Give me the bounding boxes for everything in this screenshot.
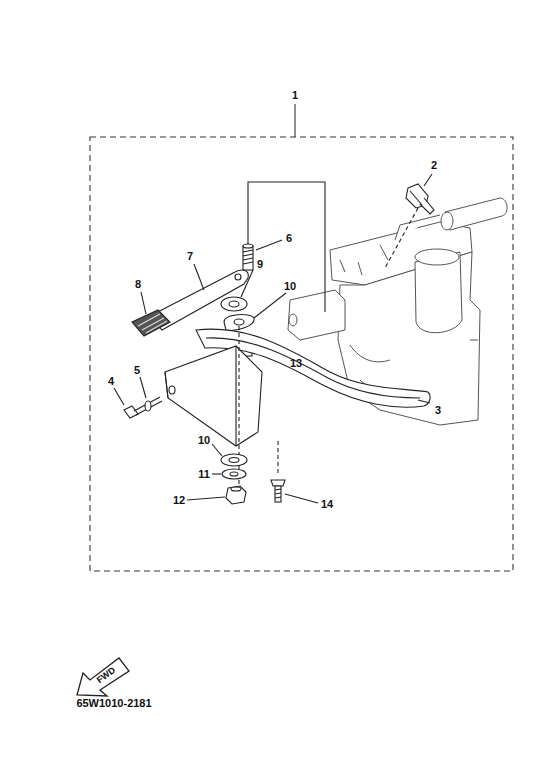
callout-number: 7 [186, 250, 194, 263]
leader-line [140, 377, 146, 398]
leader-line [285, 494, 318, 503]
dashed-guide [248, 182, 325, 312]
leader-line [241, 270, 253, 297]
callout-number: 4 [107, 375, 115, 388]
screw [271, 480, 285, 502]
leader-line [187, 497, 225, 500]
leader-line [212, 473, 221, 474]
callout-number: 10 [283, 280, 297, 293]
lever-grip [132, 310, 170, 336]
leader-line [418, 400, 430, 403]
leader-line [294, 104, 295, 137]
leader-line [114, 388, 124, 405]
callout-number: 1 [291, 89, 299, 102]
callout-number: 6 [285, 232, 293, 245]
callout-number: 5 [133, 364, 141, 377]
leader-line [256, 240, 282, 250]
callout-number: 10 [197, 434, 211, 447]
callout-number: 12 [172, 494, 186, 507]
callout-number: 14 [320, 498, 334, 511]
friction-plate [165, 329, 430, 446]
leader-line [141, 292, 146, 314]
callout-number: 11 [197, 468, 211, 481]
drawing-code: 65W1010-2181 [75, 697, 152, 710]
nut [226, 486, 246, 504]
grease-nipple [406, 184, 434, 214]
kit-frame [90, 137, 513, 571]
callout-number: 3 [434, 404, 442, 417]
leader-line [424, 174, 432, 186]
callout-number: 8 [134, 278, 142, 291]
washer [222, 469, 246, 479]
leader-line [254, 293, 286, 318]
leader-line [212, 444, 222, 456]
wave-washer [221, 454, 247, 466]
arrow-shape [77, 658, 129, 696]
washer [221, 297, 247, 311]
dashed-guide [385, 208, 418, 268]
leader-line [194, 264, 204, 290]
bolt [124, 397, 162, 418]
callout-number: 13 [289, 357, 303, 370]
callout-number: 2 [430, 159, 438, 172]
dashed-guide [277, 440, 278, 473]
bolt [243, 244, 253, 270]
direction-arrow: FWD [74, 652, 132, 698]
callout-number: 9 [256, 258, 264, 271]
washer [145, 401, 151, 411]
